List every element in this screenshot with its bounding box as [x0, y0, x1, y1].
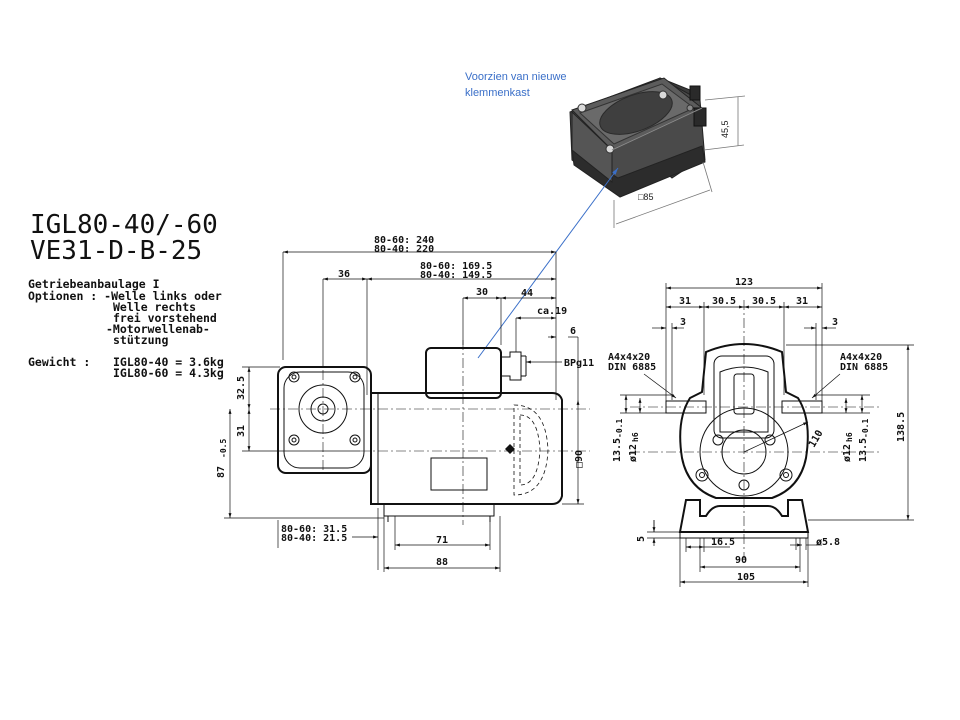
spec-line-5: -Motorwellenab- — [106, 322, 210, 336]
dim-3-b: 3 — [832, 317, 838, 328]
dim-30-5-b: 30.5 — [752, 296, 776, 307]
dim-13-5-l: 13.5 — [612, 438, 623, 462]
side-view: 80-60: 240 80-40: 220 80-60: 169.5 80-40… — [216, 235, 594, 572]
dim-44: 44 — [521, 288, 533, 299]
dim-31-b: 31 — [796, 296, 808, 307]
dim-110: 110 — [807, 428, 826, 449]
dim-87: 87 — [216, 466, 227, 478]
dim-12-r: ø12 — [842, 444, 853, 462]
dim-30: 30 — [476, 287, 488, 298]
dim-88: 88 — [436, 557, 448, 568]
box-height-label: 45,5 — [720, 120, 730, 138]
annotation-arrow — [477, 167, 619, 359]
dim-16-5: 16.5 — [711, 537, 735, 548]
weight-label: Gewicht : — [28, 355, 90, 369]
dim-5-8: ø5.8 — [816, 537, 840, 548]
dim-top-b: 80-40: 220 — [374, 244, 434, 255]
title-line-2: VE31-D-B-25 — [30, 236, 202, 266]
key-left-1: A4x4x20 — [608, 352, 650, 363]
title-line-1: IGL80-40/-60 — [30, 210, 218, 240]
spec-line-3: Welle rechts — [113, 300, 196, 314]
title-block: IGL80-40/-60 VE31-D-B-25 — [30, 210, 218, 266]
dim-87-tol: -0.5 — [219, 439, 228, 458]
dim-13-5-r-tol: -0.1 — [861, 419, 870, 438]
dim-13-5-r: 13.5 — [858, 438, 869, 462]
front-view: 123 31 30.5 30.5 31 3 3 A4x4x20 DIN 6885… — [608, 277, 914, 587]
dim-ca19: ca.19 — [537, 306, 567, 317]
dim-mid-a: 80-60: 169.5 — [420, 261, 492, 272]
dim-3-a: 3 — [680, 317, 686, 328]
dim-bot-b: 80-40: 21.5 — [281, 533, 347, 544]
dim-12-r-tol: h6 — [845, 432, 854, 442]
dim-31-v: 31 — [236, 425, 247, 437]
dim-mid-b: 80-40: 149.5 — [420, 270, 492, 281]
note-line-2: klemmenkast — [465, 87, 530, 99]
dim-123: 123 — [735, 277, 753, 288]
label-bpg11: BPg11 — [564, 358, 594, 369]
dim-32-5: 32.5 — [236, 376, 247, 400]
note-line-1: Voorzien van nieuwe — [465, 71, 567, 83]
dim-71: 71 — [436, 535, 448, 546]
dim-138-5: 138.5 — [896, 412, 907, 442]
dim-6: 6 — [570, 326, 576, 337]
dim-13-5-l-tol: -0.1 — [615, 419, 624, 438]
spec-line-4: frei vorstehend — [113, 311, 217, 325]
spec-line-1: Getriebeanbaulage I — [28, 277, 160, 291]
box-dimensions: 45,5 □85 — [613, 95, 746, 228]
dim-sq90: □90 — [574, 450, 585, 468]
dim-top-a: 80-60: 240 — [374, 235, 434, 246]
key-right-1: A4x4x20 — [840, 352, 882, 363]
dim-5: 5 — [636, 536, 647, 542]
dim-30-5-a: 30.5 — [712, 296, 736, 307]
dim-12-l-tol: h6 — [631, 432, 640, 442]
specs-block: Getriebeanbaulage I Optionen : -Welle li… — [28, 277, 224, 380]
terminal-box-illustration — [569, 77, 707, 198]
dim-bot-a: 80-60: 31.5 — [281, 524, 347, 535]
dim-90: 90 — [735, 555, 747, 566]
key-right-2: DIN 6885 — [840, 362, 888, 373]
weight-line-1: IGL80-40 = 3.6kg — [113, 355, 224, 369]
dim-105: 105 — [737, 572, 755, 583]
dim-36: 36 — [338, 269, 350, 280]
spec-line-2: Optionen : -Welle links oder — [28, 289, 222, 303]
dim-31-a: 31 — [679, 296, 691, 307]
spec-line-6: stützung — [113, 333, 168, 347]
key-left-2: DIN 6885 — [608, 362, 656, 373]
dim-12-l: ø12 — [628, 444, 639, 462]
weight-line-2: IGL80-60 = 4.3kg — [113, 366, 224, 380]
box-side-label: □85 — [638, 192, 653, 202]
